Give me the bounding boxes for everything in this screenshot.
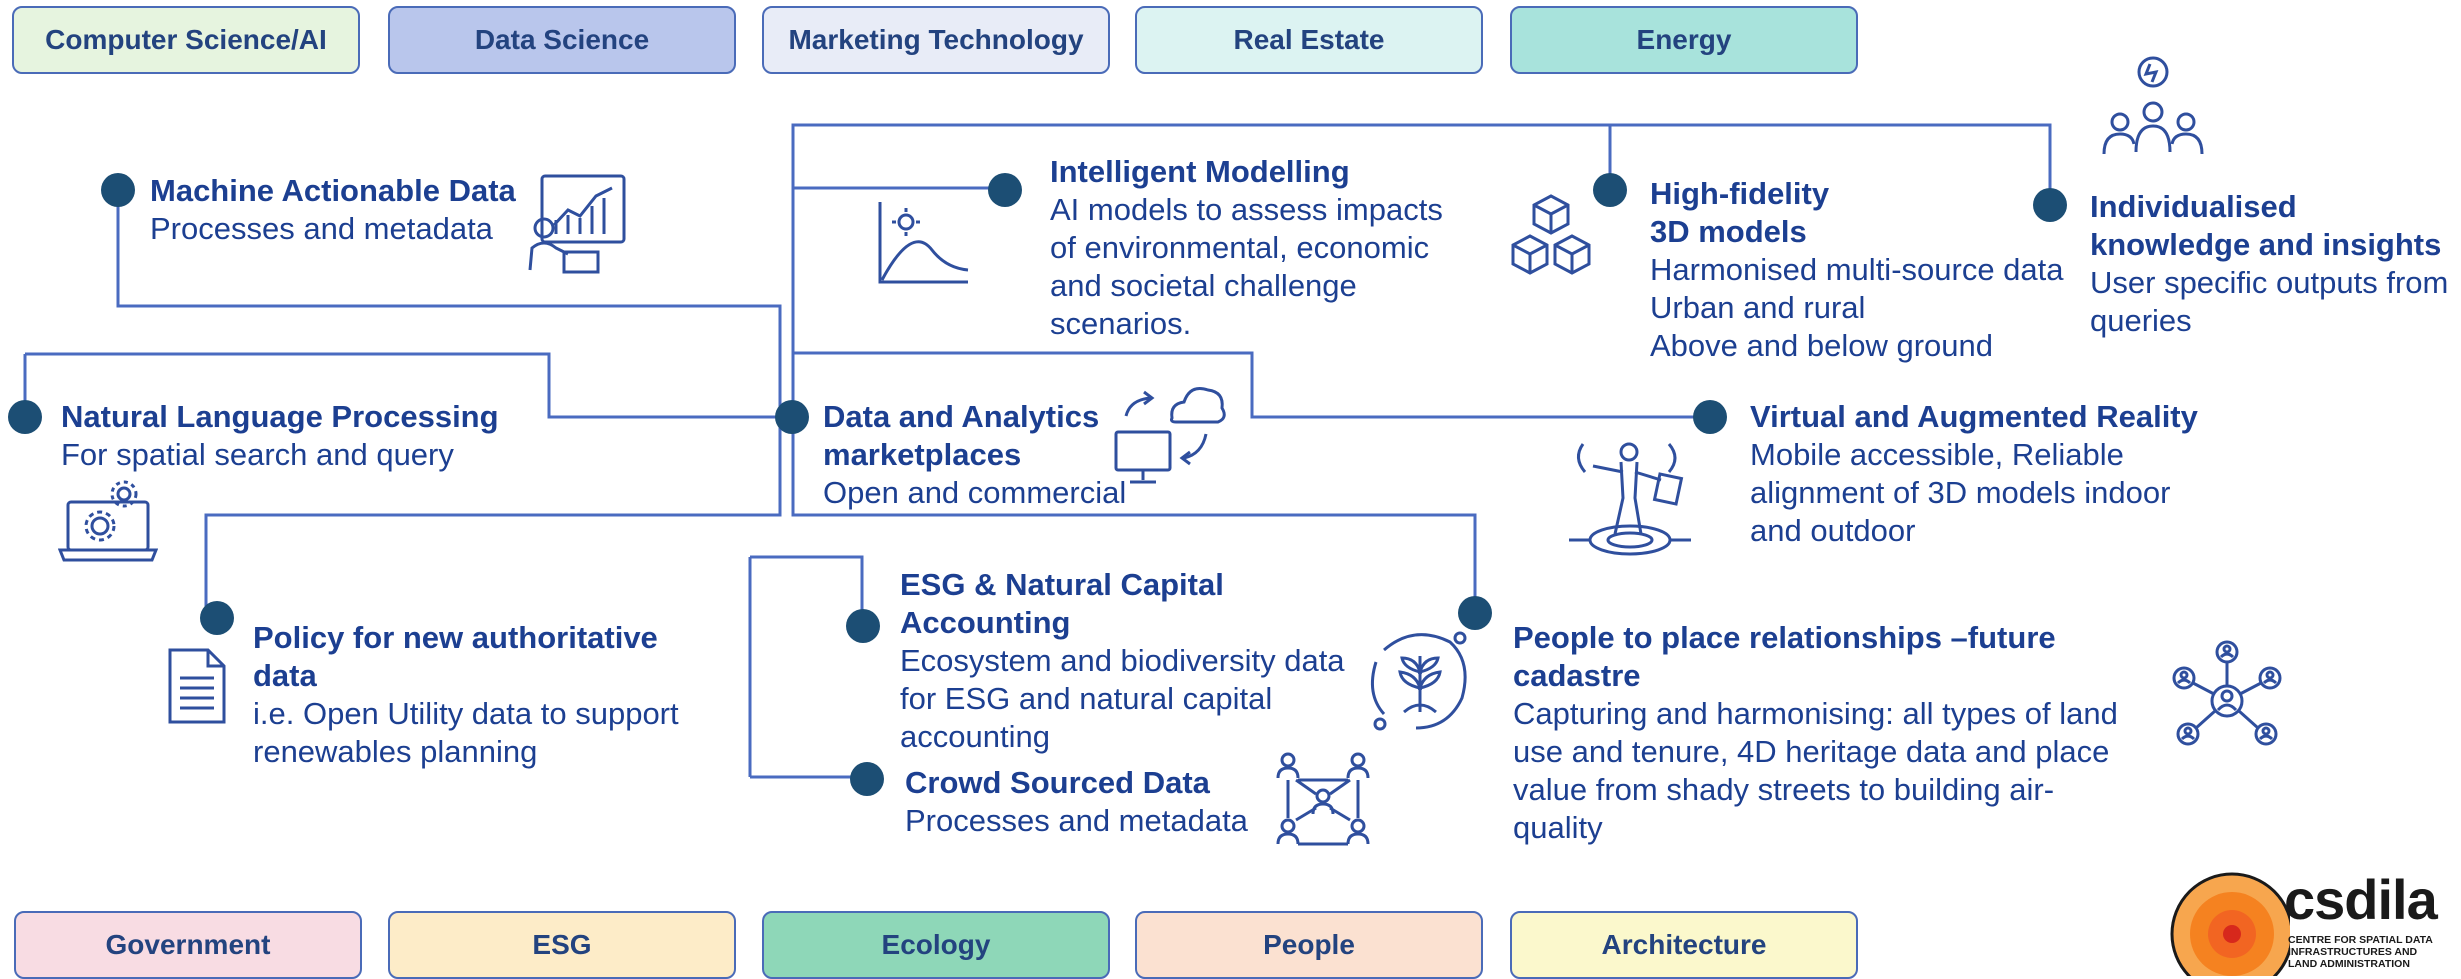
node-virtual-augmented-reality: Virtual and Augmented Reality Mobile acc… (1750, 398, 2198, 550)
tag-government: Government (14, 911, 362, 979)
node-dot-policy (200, 601, 234, 635)
node-individualised-knowledge: Individualised knowledge and insights Us… (2090, 188, 2448, 340)
node-dot-nlp (8, 400, 42, 434)
node-title-line: Policy for new authoritative (253, 620, 658, 655)
node-title: Virtual and Augmented Reality (1750, 399, 2198, 434)
node-title-line: ESG & Natural Capital (900, 567, 1224, 602)
node-desc-line: Capturing and harmonising: all types of … (1513, 696, 2118, 731)
node-title: Machine Actionable Data (150, 173, 516, 208)
node-title-line: 3D models (1650, 214, 1807, 249)
node-policy-authoritative-data: Policy for new authoritative data i.e. O… (253, 619, 679, 771)
node-dot-people (1458, 596, 1492, 630)
node-dot-intelligent (988, 173, 1022, 207)
cloud-computer-icon (1114, 387, 1226, 484)
node-high-fidelity-3d-models: High-fidelity 3D models Harmonised multi… (1650, 175, 2064, 365)
node-desc-line: User specific outputs from (2090, 265, 2449, 300)
node-title-line: Accounting (900, 605, 1071, 640)
node-desc: For spatial search and query (61, 437, 454, 472)
tag-real-estate: Real Estate (1135, 6, 1483, 74)
node-dot-esg (846, 609, 880, 643)
csdila-logo: csdila CENTRE FOR SPATIAL DATA INFRASTRU… (2170, 872, 2460, 976)
csdila-logo-sub-2: INFRASTRUCTURES AND (2288, 946, 2418, 958)
node-title-line: People to place relationships –future (1513, 620, 2056, 655)
vr-person-icon (1569, 442, 1691, 556)
csdila-logo-mark (2170, 872, 2290, 976)
node-title: Crowd Sourced Data (905, 765, 1210, 800)
node-machine-actionable-data: Machine Actionable Data Processes and me… (150, 172, 516, 248)
cubes-3d-icon (1511, 194, 1591, 275)
plant-eco-icon (1370, 631, 1467, 731)
people-idea-icon (2102, 56, 2204, 155)
tag-energy: Energy (1510, 6, 1858, 74)
node-desc-line: Harmonised multi-source data (1650, 252, 2064, 287)
node-desc: Processes and metadata (905, 803, 1248, 838)
node-title-line: Data and Analytics (823, 399, 1100, 434)
tag-architecture: Architecture (1510, 911, 1858, 979)
node-desc-line: i.e. Open Utility data to support (253, 696, 679, 731)
node-desc: Open and commercial (823, 475, 1127, 510)
tag-data-science: Data Science (388, 6, 736, 74)
node-desc-line: AI models to assess impacts (1050, 192, 1443, 227)
node-title-line: High-fidelity (1650, 176, 1830, 211)
node-desc-line: Ecosystem and biodiversity data (900, 643, 1345, 678)
node-title-line: data (253, 658, 317, 693)
node-dot-highfidelity (1593, 173, 1627, 207)
node-desc-line: Mobile accessible, Reliable (1750, 437, 2124, 472)
document-icon (168, 648, 226, 724)
node-title-line: marketplaces (823, 437, 1022, 472)
node-intelligent-modelling: Intelligent Modelling AI models to asses… (1050, 153, 1443, 343)
tag-people: People (1135, 911, 1483, 979)
node-desc-line: accounting (900, 719, 1050, 754)
node-title-line: cadastre (1513, 658, 1641, 693)
node-crowd-sourced-data: Crowd Sourced Data Processes and metadat… (905, 764, 1248, 840)
node-dot-marketplaces (775, 400, 809, 434)
node-title-line: knowledge and insights (2090, 227, 2442, 262)
node-desc-line: queries (2090, 303, 2192, 338)
node-desc-line: and outdoor (1750, 513, 1916, 548)
people-network-icon (2172, 640, 2282, 746)
node-desc-line: Above and below ground (1650, 328, 1993, 363)
laptop-gears-icon (58, 480, 158, 562)
node-desc-line: renewables planning (253, 734, 538, 769)
crowd-network-icon (1276, 752, 1370, 846)
node-dot-var (1693, 400, 1727, 434)
node-desc: Processes and metadata (150, 211, 493, 246)
csdila-logo-sub-3: LAND ADMINISTRATION (2288, 958, 2410, 970)
tag-ecology: Ecology (762, 911, 1110, 979)
node-esg-natural-capital: ESG & Natural Capital Accounting Ecosyst… (900, 566, 1345, 756)
node-natural-language-processing: Natural Language Processing For spatial … (61, 398, 499, 474)
modelling-graph-icon (878, 202, 969, 284)
tag-esg: ESG (388, 911, 736, 979)
node-desc-line: and societal challenge (1050, 268, 1357, 303)
node-dot-individualised (2033, 188, 2067, 222)
node-desc-line: Urban and rural (1650, 290, 1866, 325)
node-data-analytics-marketplaces: Data and Analytics marketplaces Open and… (823, 398, 1126, 512)
node-title-line: Individualised (2090, 189, 2297, 224)
node-title: Intelligent Modelling (1050, 154, 1350, 189)
tag-marketing-technology: Marketing Technology (762, 6, 1110, 74)
node-desc-line: quality (1513, 810, 1603, 845)
node-desc-line: alignment of 3D models indoor (1750, 475, 2171, 510)
node-desc-line: value from shady streets to building air… (1513, 772, 2055, 807)
node-desc-line: for ESG and natural capital (900, 681, 1273, 716)
csdila-logo-sub-1: CENTRE FOR SPATIAL DATA (2288, 934, 2433, 946)
node-people-to-place: People to place relationships –future ca… (1513, 619, 2118, 847)
node-title: Natural Language Processing (61, 399, 499, 434)
node-dot-crowd (850, 762, 884, 796)
tag-computer-science-ai: Computer Science/AI (12, 6, 360, 74)
node-desc-line: scenarios. (1050, 306, 1192, 341)
node-desc-line: of environmental, economic (1050, 230, 1430, 265)
node-dot-machine (101, 173, 135, 207)
presentation-chart-icon (528, 174, 626, 274)
node-desc-line: use and tenure, 4D heritage data and pla… (1513, 734, 2110, 769)
csdila-logo-name: csdila (2284, 868, 2438, 931)
